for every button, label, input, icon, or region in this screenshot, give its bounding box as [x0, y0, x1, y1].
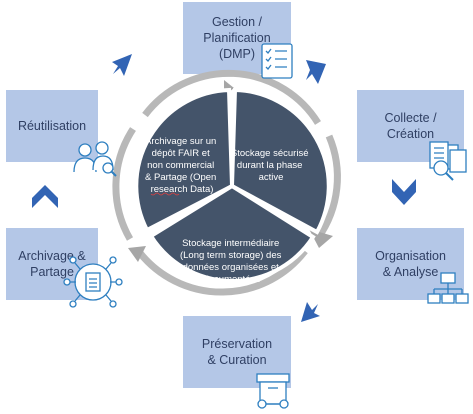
archive-box-icon	[256, 373, 290, 409]
spellcheck-underline	[150, 192, 180, 196]
segment-right-text: Stockage sécurisé durant la phase active	[231, 148, 311, 183]
segment-left-text: Archivage sur un dépôt FAIR et non comme…	[145, 136, 219, 195]
users-icon	[73, 141, 117, 177]
document-search-icon	[429, 141, 467, 181]
stage-organisation-box: Organisation & Analyse	[357, 228, 464, 300]
segment-bottom	[148, 183, 316, 283]
share-document-icon	[63, 256, 123, 308]
stage-gestion-box: Gestion / Planification (DMP)	[183, 2, 291, 74]
stage-preservation-label: Préservation & Curation	[201, 337, 273, 367]
segment-right	[229, 87, 331, 235]
ring-arc-top	[142, 69, 321, 125]
stage-collecte-label: Collecte / Création	[384, 111, 437, 141]
ring-arrowhead-right	[309, 229, 333, 248]
ring-arc-right	[315, 134, 341, 241]
ring-arc-left	[112, 127, 136, 241]
arrow-gestion-to-collecte	[306, 60, 326, 84]
ring-arc-bottom	[137, 248, 308, 296]
org-chart-icon	[427, 272, 469, 304]
arrow-collecte-to-organisation	[392, 179, 416, 205]
segment-bottom-text: Stockage intermédiaire (Long term storag…	[180, 238, 284, 285]
stage-reutilisation-label: Réutilisation	[17, 119, 87, 133]
checklist-icon	[261, 43, 293, 79]
arrow-reutilisation-to-gestion	[112, 54, 132, 76]
arrow-organisation-to-preservation	[301, 302, 320, 322]
ring-arrowhead-left	[128, 246, 146, 262]
stage-gestion-label: Gestion / Planification (DMP)	[203, 15, 271, 61]
stage-archivage-label: Archivage & Partage	[18, 249, 86, 279]
stage-organisation-label: Organisation & Analyse	[375, 249, 446, 279]
arrow-archivage-to-reutilisation	[32, 185, 58, 208]
